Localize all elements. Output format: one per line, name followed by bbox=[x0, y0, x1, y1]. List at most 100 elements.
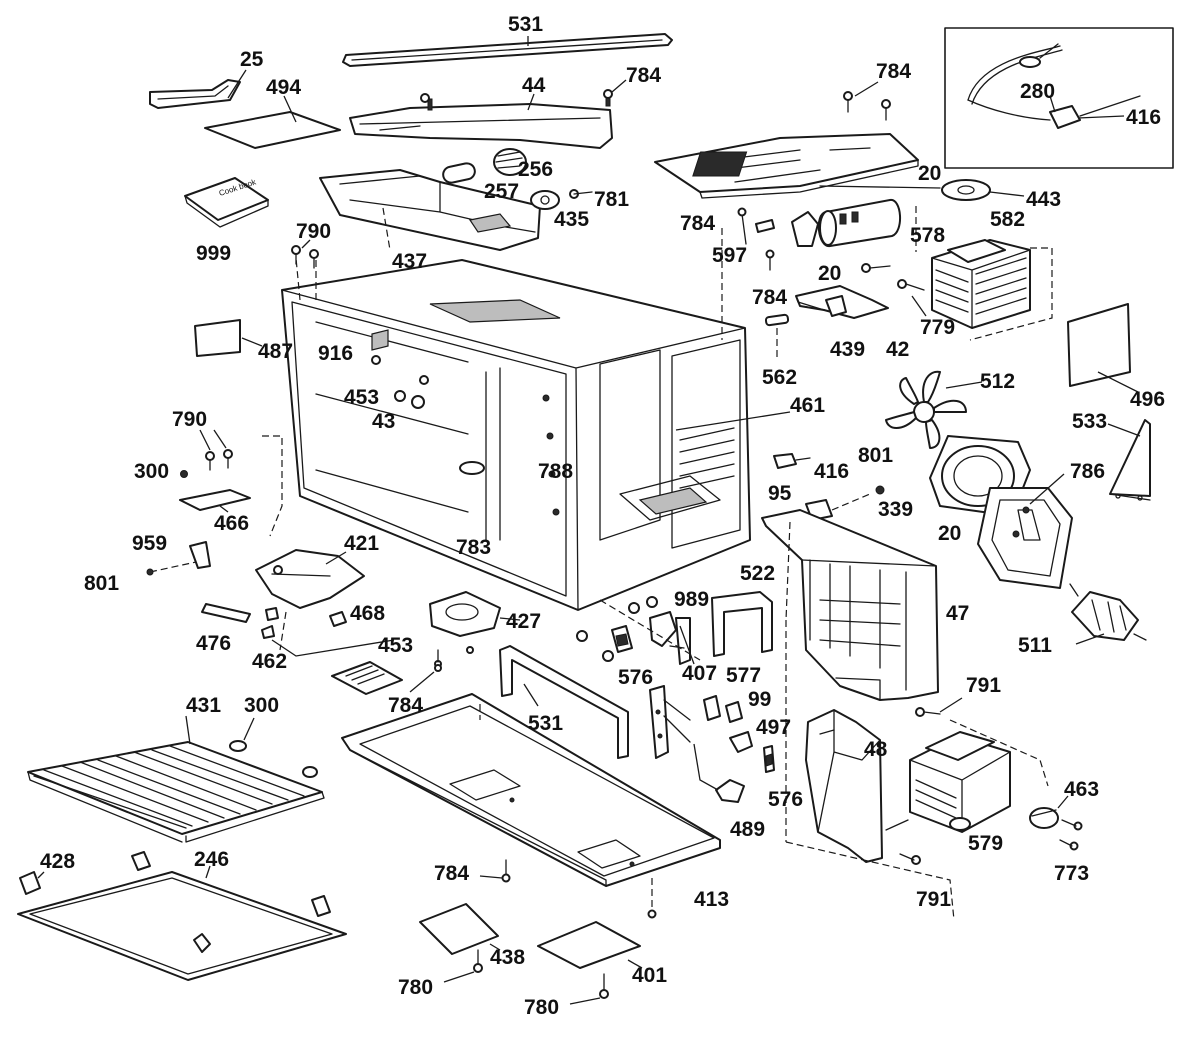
callout-576-b: 576 bbox=[768, 788, 803, 811]
callout-562: 562 bbox=[762, 366, 797, 389]
part-476-strip bbox=[201, 603, 251, 623]
callout-784-d: 784 bbox=[752, 286, 787, 309]
part-407-lower-bracket bbox=[649, 685, 691, 759]
callout-25: 25 bbox=[240, 48, 264, 71]
part-522-frame bbox=[711, 591, 773, 657]
callout-497: 497 bbox=[756, 716, 791, 739]
part-431-rack bbox=[27, 715, 325, 843]
part-531-top-strip bbox=[342, 33, 673, 67]
callout-597: 597 bbox=[712, 244, 747, 267]
part-576-switch-b bbox=[763, 745, 775, 773]
part-533-bracket bbox=[1107, 419, 1151, 501]
part-780-screw-b bbox=[569, 973, 609, 1005]
callout-466: 466 bbox=[214, 512, 249, 535]
callout-407: 407 bbox=[682, 662, 717, 685]
part-784-screw-e bbox=[409, 664, 442, 693]
part-779-screw bbox=[861, 263, 927, 317]
callout-512: 512 bbox=[980, 370, 1015, 393]
callout-784-a: 784 bbox=[626, 64, 661, 87]
part-437-waveguide bbox=[319, 169, 541, 251]
part-99-switch bbox=[725, 701, 743, 723]
callout-339: 339 bbox=[878, 498, 913, 521]
callout-533: 533 bbox=[1072, 410, 1107, 433]
callout-773: 773 bbox=[1054, 862, 1089, 885]
part-497-switch bbox=[729, 731, 753, 753]
part-512-fan bbox=[885, 370, 983, 449]
callout-462: 462 bbox=[252, 650, 287, 673]
callout-453-a: 453 bbox=[344, 386, 379, 409]
callout-578: 578 bbox=[910, 224, 945, 247]
callout-labels: 531 25 494 44 784 784 280 416 256 257 78… bbox=[40, 13, 1165, 1019]
callout-487: 487 bbox=[258, 340, 293, 363]
callout-416-b: 416 bbox=[814, 460, 849, 483]
part-407-switch-assy bbox=[649, 611, 695, 665]
callout-463: 463 bbox=[1064, 778, 1099, 801]
part-20-motor-bracket bbox=[977, 473, 1073, 589]
callout-801-a: 801 bbox=[858, 444, 893, 467]
part-25-bracket bbox=[149, 69, 247, 109]
callout-784-f: 784 bbox=[434, 862, 469, 885]
callout-780-b: 780 bbox=[524, 996, 559, 1019]
part-773-screws bbox=[1059, 819, 1083, 851]
callout-20-b: 20 bbox=[818, 262, 841, 285]
part-413-tray bbox=[341, 693, 721, 887]
callout-781: 781 bbox=[594, 188, 629, 211]
part-44-cover bbox=[349, 79, 627, 149]
part-462-clips bbox=[261, 607, 395, 657]
part-790-screws-left bbox=[199, 429, 233, 471]
callout-280: 280 bbox=[1020, 80, 1055, 103]
callout-443: 443 bbox=[1026, 188, 1061, 211]
part-461-cabinet bbox=[262, 257, 791, 611]
callout-43: 43 bbox=[372, 410, 395, 433]
part-784-screw-f bbox=[479, 859, 657, 919]
part-579-magnetron bbox=[885, 719, 1049, 833]
callout-257: 257 bbox=[484, 180, 519, 203]
part-494-sheet bbox=[204, 95, 341, 149]
callout-416-a: 416 bbox=[1126, 106, 1161, 129]
callout-439: 439 bbox=[830, 338, 865, 361]
callout-494: 494 bbox=[266, 76, 301, 99]
part-463-thermostat bbox=[1029, 795, 1069, 829]
part-989-parts bbox=[576, 596, 658, 642]
callout-468: 468 bbox=[350, 602, 385, 625]
callout-95: 95 bbox=[768, 482, 792, 505]
callout-44: 44 bbox=[522, 74, 546, 97]
callout-476: 476 bbox=[196, 632, 231, 655]
callout-801-b: 801 bbox=[84, 572, 119, 595]
part-496-sheet bbox=[1067, 303, 1139, 393]
part-20-clip bbox=[791, 211, 819, 247]
callout-791-a: 791 bbox=[966, 674, 1001, 697]
callout-916: 916 bbox=[318, 342, 353, 365]
callout-20-c: 20 bbox=[938, 522, 961, 545]
callout-780-a: 780 bbox=[398, 976, 433, 999]
connection-lines bbox=[279, 206, 917, 661]
part-582-transformer bbox=[931, 239, 1053, 341]
callout-99: 99 bbox=[748, 688, 771, 711]
part-511-motor bbox=[1069, 583, 1147, 645]
callout-246: 246 bbox=[194, 848, 229, 871]
callout-435: 435 bbox=[554, 208, 589, 231]
part-959-clip bbox=[146, 541, 211, 576]
part-421-cover bbox=[255, 549, 365, 609]
callout-784-c: 784 bbox=[680, 212, 715, 235]
callout-421: 421 bbox=[344, 532, 379, 555]
callout-582: 582 bbox=[990, 208, 1025, 231]
part-300-clip-left bbox=[180, 470, 188, 478]
callout-437: 437 bbox=[392, 250, 427, 273]
callout-784-b: 784 bbox=[876, 60, 911, 83]
callout-431: 431 bbox=[186, 694, 221, 717]
callout-788: 788 bbox=[538, 460, 573, 483]
part-791-screw-upper bbox=[915, 697, 963, 717]
callout-531-mid: 531 bbox=[528, 712, 563, 735]
callout-790-b: 790 bbox=[172, 408, 207, 431]
part-577-switch bbox=[703, 695, 721, 721]
part-791-screw-lower bbox=[785, 841, 955, 921]
callout-427: 427 bbox=[506, 610, 541, 633]
callout-999: 999 bbox=[196, 242, 231, 265]
part-416-latch bbox=[773, 453, 811, 469]
callout-453-b: 453 bbox=[378, 634, 413, 657]
part-489-lever bbox=[693, 743, 745, 803]
callout-791-b: 791 bbox=[916, 888, 951, 911]
callout-779: 779 bbox=[920, 316, 955, 339]
callout-401: 401 bbox=[632, 964, 667, 987]
